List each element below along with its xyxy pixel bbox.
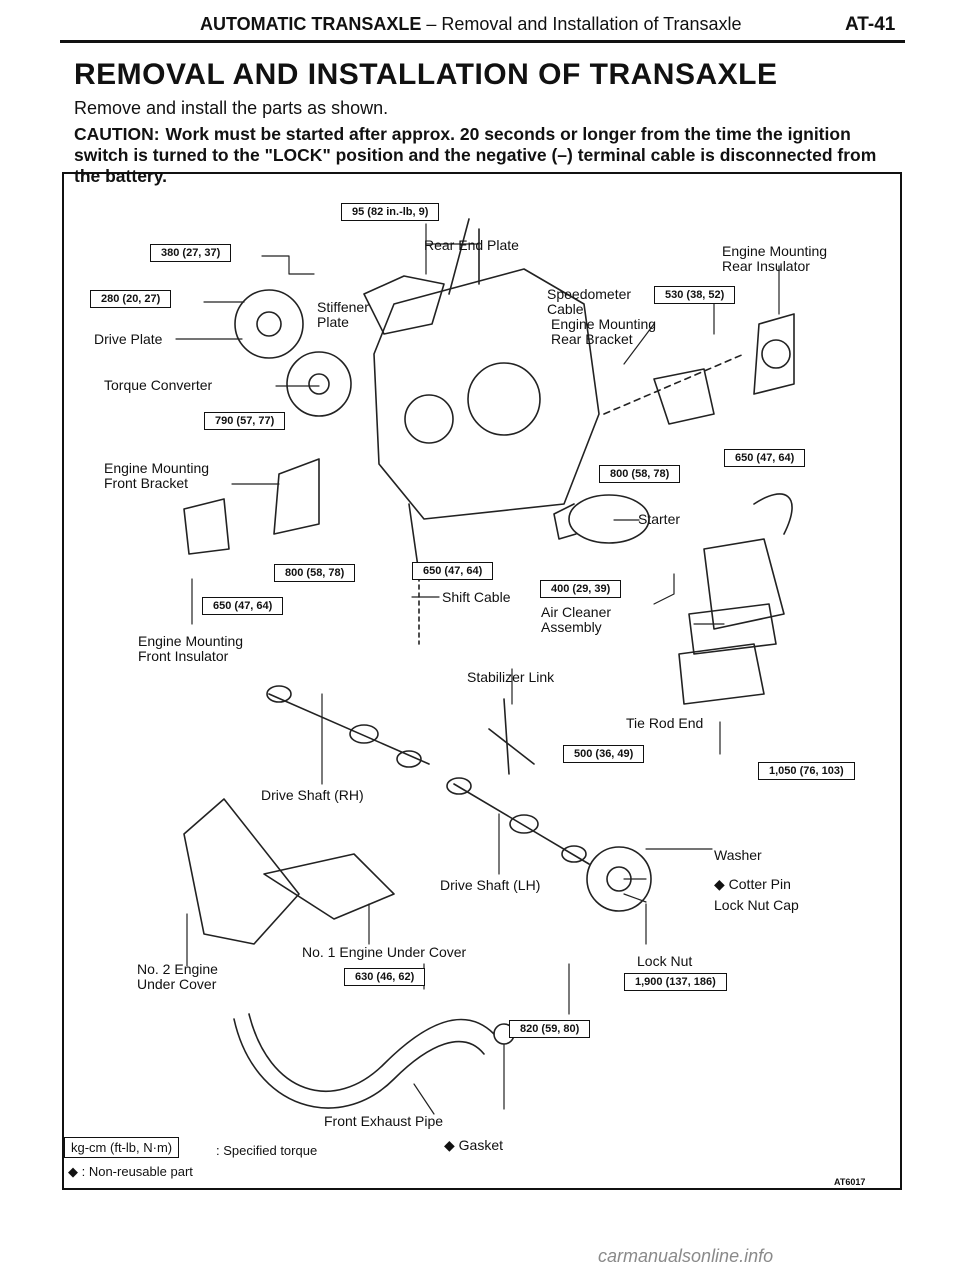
torque-1050: 1,050 (76, 103) xyxy=(758,762,855,780)
starter-shape xyxy=(553,494,650,544)
rear-bracket-shape xyxy=(603,353,745,425)
label-tie-rod-end: Tie Rod End xyxy=(626,715,704,731)
torque-500: 500 (36, 49) xyxy=(563,745,645,763)
label-shift-cable: Shift Cable xyxy=(442,589,511,605)
label-torque-converter: Torque Converter xyxy=(104,377,213,393)
air-cleaner-shape xyxy=(678,493,793,705)
torque-converter-shape xyxy=(234,289,352,417)
label-cotter-pin: ◆ Cotter Pin xyxy=(714,876,791,892)
label-no1-engine-under-cover: No. 1 Engine Under Cover xyxy=(302,944,467,960)
torque-790: 790 (57, 77) xyxy=(204,412,286,430)
header-rule xyxy=(60,40,905,43)
torque-650-left: 650 (47, 64) xyxy=(202,597,284,615)
torque-400: 400 (29, 39) xyxy=(540,580,622,598)
leader-lines xyxy=(175,223,780,1115)
torque-280: 280 (20, 27) xyxy=(90,290,172,308)
label-front-exhaust-pipe: Front Exhaust Pipe xyxy=(324,1113,444,1129)
label-stabilizer-link: Stabilizer Link xyxy=(467,669,555,685)
legend-unit-box: kg-cm (ft-lb, N·m) xyxy=(64,1137,180,1158)
label-engine-mounting-rear-bracket: Engine Mounting Rear Bracket xyxy=(551,316,657,347)
caution-lead: CAUTION: xyxy=(74,124,160,144)
label-air-cleaner-assembly: Air Cleaner Assembly xyxy=(541,604,612,635)
torque-800-left: 800 (58, 78) xyxy=(274,564,356,582)
stabilizer-link-shape xyxy=(488,698,535,775)
drive-shaft-rh-shape xyxy=(266,685,430,768)
label-no2-engine-under-cover: No. 2 Engine Under Cover xyxy=(137,961,218,992)
rear-insulator-shape xyxy=(753,313,795,395)
label-drive-shaft-rh: Drive Shaft (RH) xyxy=(261,787,364,803)
hub-shape xyxy=(586,846,652,912)
torque-95: 95 (82 in.-lb, 9) xyxy=(341,203,440,221)
torque-650-mid: 650 (47, 64) xyxy=(412,562,494,580)
torque-530: 530 (38, 52) xyxy=(654,286,736,304)
diagram-artwork xyxy=(175,218,795,1115)
label-rear-end-plate: Rear End Plate xyxy=(424,237,519,253)
transaxle-shape xyxy=(373,218,600,645)
exploded-diagram: Rear End Plate Engine Mounting Rear Insu… xyxy=(62,172,902,1190)
header-section: AUTOMATIC TRANSAXLE xyxy=(200,14,422,34)
under-cover-shapes xyxy=(183,798,395,945)
page-title: REMOVAL AND INSTALLATION OF TRANSAXLE xyxy=(74,58,778,91)
label-engine-mounting-front-bracket: Engine Mounting Front Bracket xyxy=(104,460,210,491)
caution-text: Work must be started after approx. 20 se… xyxy=(74,124,877,186)
torque-630: 630 (46, 62) xyxy=(344,968,426,986)
legend-unit-text: : Specified torque xyxy=(216,1143,318,1158)
label-starter: Starter xyxy=(638,511,681,527)
running-header: AUTOMATIC TRANSAXLE – Removal and Instal… xyxy=(200,14,742,35)
torque-650-rear: 650 (47, 64) xyxy=(724,449,806,467)
label-lock-nut: Lock Nut xyxy=(637,953,693,969)
label-drive-plate: Drive Plate xyxy=(94,331,163,347)
torque-800-right: 800 (58, 78) xyxy=(599,465,681,483)
caution-note: CAUTION:Work must be started after appro… xyxy=(74,124,904,187)
watermark: carmanualsonline.info xyxy=(598,1246,774,1266)
torque-820: 820 (59, 80) xyxy=(509,1020,591,1038)
page-number: AT-41 xyxy=(845,14,896,35)
label-gasket: ◆ Gasket xyxy=(444,1137,504,1153)
label-engine-mounting-rear-insulator: Engine Mounting Rear Insulator xyxy=(722,243,828,274)
rear-end-plate-shape xyxy=(363,275,445,335)
label-engine-mounting-front-insulator: Engine Mounting Front Insulator xyxy=(138,633,244,664)
label-stiffener-plate: Stiffener Plate xyxy=(317,299,369,330)
label-drive-shaft-lh: Drive Shaft (LH) xyxy=(440,877,541,893)
label-speedometer-cable: Speedometer Cable xyxy=(547,286,632,317)
legend-nonreusable: ◆ : Non-reusable part xyxy=(68,1164,193,1179)
label-lock-nut-cap: Lock Nut Cap xyxy=(714,897,799,913)
front-bracket-shape xyxy=(183,458,320,555)
exhaust-pipe-shape xyxy=(233,1013,515,1109)
torque-380: 380 (27, 37) xyxy=(150,244,232,262)
figure-code: AT6017 xyxy=(834,1177,866,1187)
drive-shaft-lh-shape xyxy=(446,777,590,865)
header-subtitle: – Removal and Installation of Transaxle xyxy=(421,14,742,34)
label-washer: Washer xyxy=(714,847,762,863)
intro-text: Remove and install the parts as shown. xyxy=(74,98,389,118)
torque-1900: 1,900 (137, 186) xyxy=(624,973,727,991)
